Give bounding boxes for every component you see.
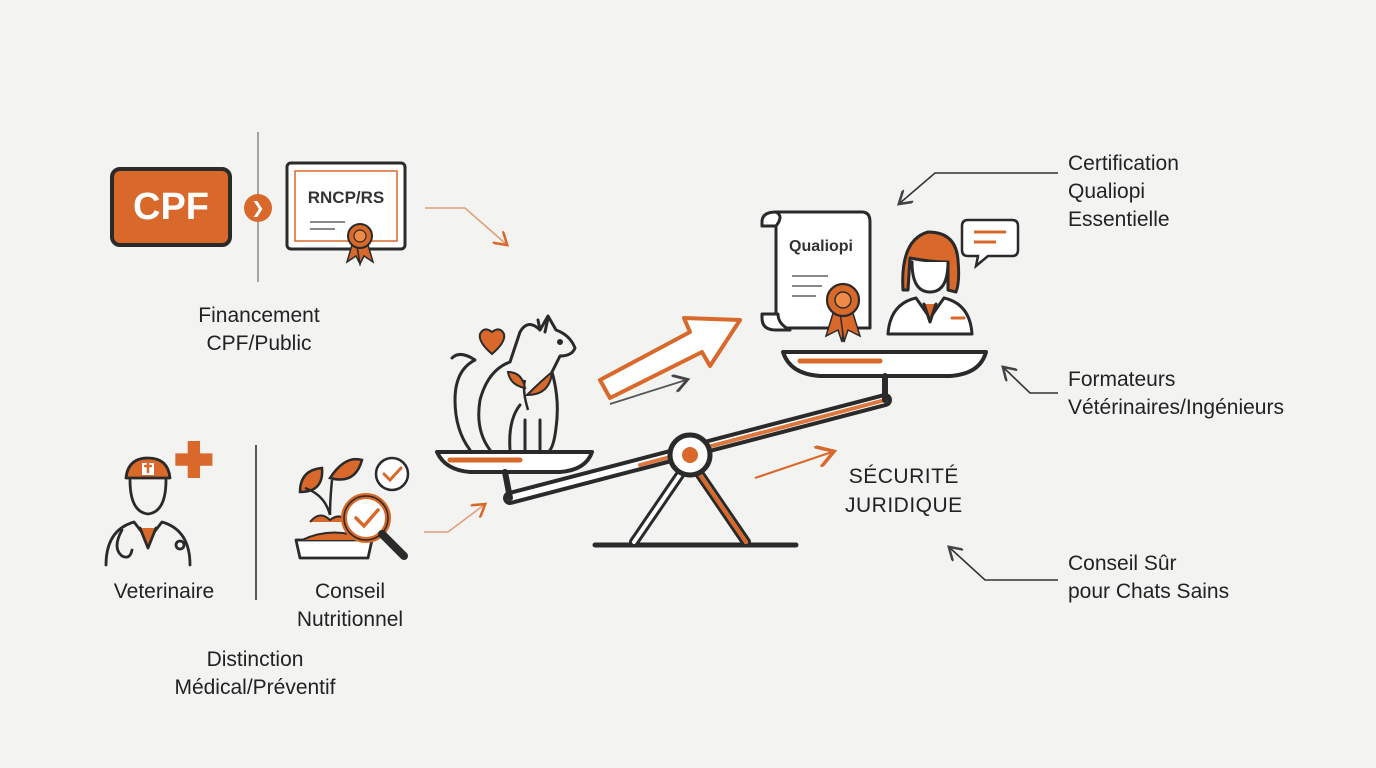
leaf-icon	[298, 457, 364, 516]
arrow-icon	[598, 316, 742, 400]
qualiopi-label: Qualiopi	[789, 238, 853, 255]
cpf-label: CPF	[133, 185, 209, 228]
financement-label: Financement CPF/Public	[198, 304, 320, 355]
speech-bubble-icon	[960, 218, 1020, 270]
magnifier-check-icon	[341, 493, 408, 560]
arrow-icon	[900, 172, 1058, 203]
conseil-nutritionnel-label: Conseil Nutritionnel	[296, 580, 404, 631]
securite-juridique-label: SÉCURITÉ JURIDIQUE	[845, 465, 963, 517]
veterinaire-label: Veterinaire	[113, 580, 215, 603]
medical-cross-icon	[175, 441, 213, 479]
arrow-icon	[1004, 368, 1058, 394]
seesaw-scale-icon	[435, 350, 988, 548]
certification-label: Certification Qualiopi Essentielle	[1068, 152, 1179, 231]
certificate-icon	[285, 161, 407, 251]
chevron-right-icon: ❯	[244, 194, 272, 222]
leaf-icon	[506, 369, 554, 411]
cat-icon	[450, 314, 577, 452]
formateurs-label: Formateurs Vétérinaires/Ingénieurs	[1068, 368, 1284, 419]
arrow-icon	[424, 505, 484, 533]
heart-icon	[478, 328, 506, 356]
arrow-icon	[950, 548, 1058, 581]
arrow-icon	[754, 452, 832, 480]
award-ribbon-icon	[824, 282, 862, 343]
veterinarian-icon	[104, 456, 192, 567]
distinction-label: Distinction Médical/Préventif	[174, 648, 336, 699]
trainer-person-icon	[886, 230, 974, 336]
award-ribbon-icon	[345, 223, 375, 267]
food-bowl-icon	[294, 514, 374, 560]
conseil-sur-label: Conseil Sûr pour Chats Sains	[1068, 552, 1230, 603]
cpf-badge-icon: CPF	[110, 167, 232, 247]
check-badge-icon	[374, 456, 410, 492]
rncp-label: RNCP/RS	[307, 188, 385, 207]
arrow-icon	[609, 380, 686, 405]
arrow-icon	[425, 207, 506, 244]
